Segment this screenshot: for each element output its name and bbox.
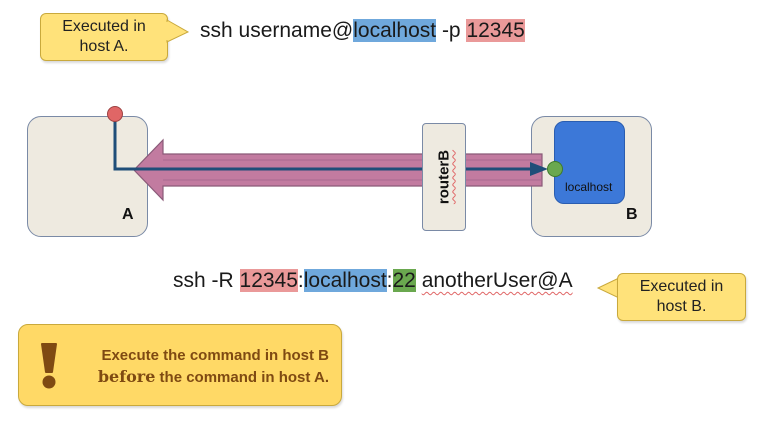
command-host-b-sep2: : (386, 269, 393, 292)
command-host-a: ssh username@localhost -p 12345 (200, 19, 525, 43)
connection-end-port (547, 161, 563, 177)
host-a-box (27, 116, 148, 237)
command-host-b: ssh -R 12345:localhost:22 anotherUser@A (173, 269, 573, 293)
command-host-b-user: anotherUser@A (421, 269, 573, 292)
callout-host-a-tail (166, 19, 190, 43)
callout-host-b-line1: Executed in (639, 278, 724, 295)
router-b-label: routerB (435, 149, 453, 205)
router-b-box: routerB (422, 123, 466, 231)
connection-arrowhead (530, 162, 548, 176)
command-host-b-target-port: 22 (392, 269, 416, 292)
command-host-a-flag: -p (436, 19, 467, 42)
callout-host-b: Executed in host B. (617, 273, 746, 321)
warning-box: Execute the command in host B before the… (18, 324, 342, 406)
connection-line (113, 114, 532, 171)
host-b-label: B (626, 206, 638, 223)
command-host-a-prefix: ssh username@ (200, 19, 354, 42)
connection-start-port (107, 106, 123, 122)
callout-host-a-line1: Executed in (62, 18, 146, 35)
command-host-b-sep1: : (297, 269, 304, 292)
exclamation-icon (41, 343, 57, 389)
command-host-b-port: 12345 (239, 269, 298, 292)
command-host-a-port: 12345 (466, 19, 525, 42)
callout-host-a: Executed in host A. (40, 13, 168, 61)
callout-host-b-line2: host B. (656, 298, 707, 315)
host-b-localhost-label: localhost (565, 180, 613, 194)
warning-line2-rest: the command in host A. (155, 369, 329, 386)
command-host-b-host: localhost (303, 269, 387, 292)
warning-line2: before the command in host A. (98, 366, 329, 388)
host-b-localhost-box (554, 121, 625, 204)
host-a-label: A (122, 206, 134, 223)
callout-host-a-line2: host A. (79, 38, 129, 55)
warning-line1: Execute the command in host B (101, 347, 329, 364)
command-host-a-host: localhost (353, 19, 437, 42)
warning-emphasis: before (97, 367, 156, 386)
warning-text: Execute the command in host B before the… (98, 345, 329, 388)
command-host-b-prefix: ssh -R (173, 269, 240, 292)
